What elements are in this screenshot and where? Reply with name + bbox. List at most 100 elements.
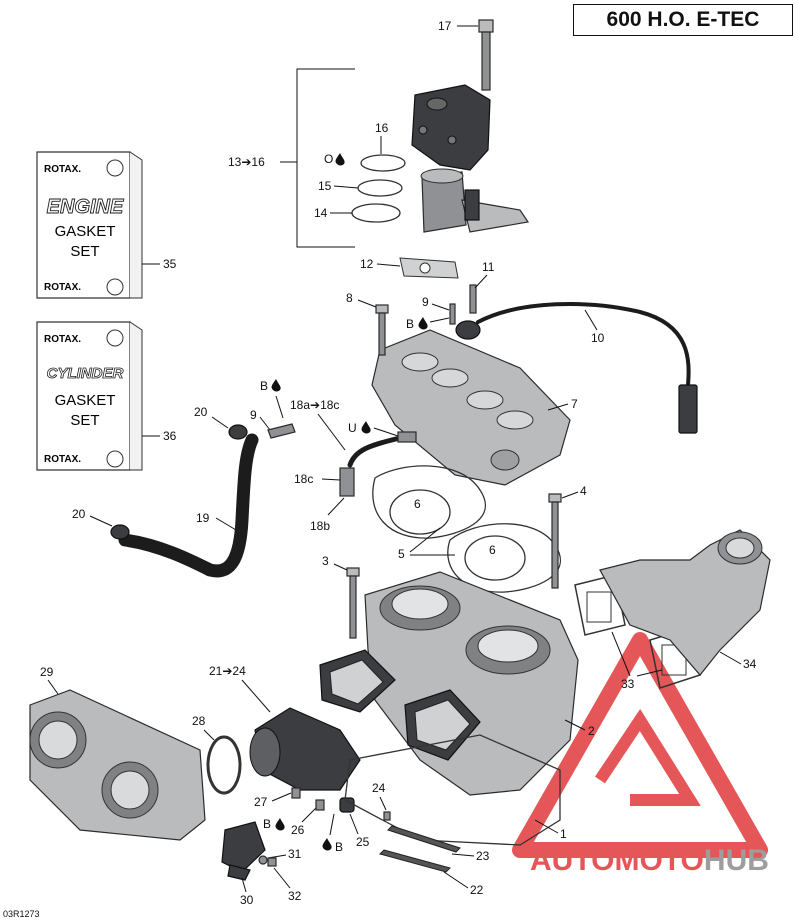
bolt-11	[469, 284, 477, 314]
callout-31: 31	[288, 847, 302, 861]
bolt-26	[315, 799, 325, 811]
callout-24: 24	[372, 781, 386, 795]
callout-6-b: 6	[489, 543, 496, 557]
fitting-18	[339, 431, 417, 497]
o-ring-16	[360, 154, 406, 172]
thread-locker-drop-icon	[275, 818, 285, 831]
callout-b-25: B	[335, 840, 343, 854]
callout-29: 29	[40, 665, 54, 679]
cylinder-kit-brand-top: ROTAX.	[44, 334, 81, 345]
engine-kit-brand-bottom: ROTAX.	[44, 282, 81, 293]
thread-locker-drop-icon	[418, 317, 428, 330]
callout-9-top: 9	[422, 295, 429, 309]
callout-18a-18c: 18a➔18c	[290, 398, 339, 412]
svg-text:AUTOMOTOHUB: AUTOMOTOHUB	[530, 844, 769, 877]
callout-19: 19	[196, 511, 210, 525]
callout-11: 11	[482, 260, 495, 274]
callout-o: O	[324, 152, 333, 166]
cylinder-gasket-set-box: ROTAX. CYLINDER GASKET SET ROTAX.	[36, 321, 143, 471]
stud-9	[449, 303, 456, 325]
callout-33: 33	[621, 677, 635, 691]
callout-23: 23	[476, 849, 490, 863]
callout-20-bot: 20	[72, 507, 86, 521]
callout-u: U	[348, 421, 357, 435]
bolt-4	[548, 493, 562, 589]
callout-35: 35	[163, 257, 177, 271]
callout-20-top: 20	[194, 405, 208, 419]
watermark-logo: AUTOMOTOHUB	[512, 632, 769, 877]
callout-15: 15	[318, 179, 332, 193]
callout-32: 32	[288, 889, 302, 903]
intake-adaptor	[249, 707, 361, 791]
rotax-logo-icon	[106, 159, 124, 177]
screw-32	[267, 857, 277, 867]
callout-10: 10	[591, 331, 605, 345]
sealant-drop-icon	[361, 421, 371, 434]
rotax-logo-icon	[106, 329, 124, 347]
callout-36: 36	[163, 429, 177, 443]
bolt-17	[478, 19, 494, 91]
head-gasket-5-top	[372, 465, 487, 539]
callout-b-26: B	[263, 817, 271, 831]
exhaust-gasket-33-top	[574, 574, 626, 636]
callout-18c: 18c	[294, 472, 313, 486]
map-sensor-30	[221, 821, 266, 881]
watermark-triangle	[512, 632, 768, 858]
callout-2: 2	[588, 724, 595, 738]
page-title: 600 H.O. E-TEC	[573, 4, 793, 36]
knock-sensor	[455, 320, 481, 340]
callout-18b: 18b	[310, 519, 330, 533]
engine-kit-brand-top: ROTAX.	[44, 164, 81, 175]
bolt-8	[375, 304, 389, 356]
callout-30: 30	[240, 893, 254, 907]
callout-13-16: 13➔16	[228, 155, 265, 169]
engine-kit-set: SET	[70, 243, 99, 260]
callout-26: 26	[291, 823, 305, 837]
cylinder-kit-title: CYLINDER	[47, 365, 124, 382]
o-ring-6-bottom	[464, 535, 526, 581]
coolant-hose-19	[118, 433, 259, 578]
callout-b-9: B	[406, 317, 414, 331]
watermark-inner-mark	[595, 708, 701, 806]
engine-kit-title: ENGINE	[47, 196, 124, 218]
callout-7: 7	[571, 397, 578, 411]
cylinder-head	[371, 329, 571, 486]
rotax-logo-icon	[106, 278, 124, 296]
callout-34: 34	[743, 657, 757, 671]
callout-12: 12	[360, 257, 374, 271]
callout-6-a: 6	[414, 497, 421, 511]
clamp-20-top	[228, 424, 248, 440]
callout-14: 14	[314, 206, 328, 220]
callout-28: 28	[192, 714, 206, 728]
pin-24	[383, 811, 391, 821]
engine-gasket-set-box: ROTAX. ENGINE GASKET SET ROTAX.	[36, 151, 143, 299]
engine-kit-gasket: GASKET	[55, 223, 116, 240]
oil-drop-icon	[335, 153, 345, 166]
callout-17: 17	[438, 19, 452, 33]
washer-31	[258, 855, 268, 865]
o-ring-15	[357, 179, 403, 197]
callout-8: 8	[346, 291, 353, 305]
gasket-23	[387, 825, 461, 853]
callout-5: 5	[398, 547, 405, 561]
throttle-body	[29, 689, 206, 841]
watermark-text-auto: AUTO	[530, 844, 614, 877]
callout-3: 3	[322, 554, 329, 568]
callout-21-24: 21➔24	[209, 664, 246, 678]
cylinder-kit-set: SET	[70, 412, 99, 429]
callout-25: 25	[356, 835, 370, 849]
thread-locker-drop-icon	[271, 379, 281, 392]
sensor-connector	[678, 384, 698, 434]
clamp-20-bottom	[110, 524, 130, 540]
watermark-text-moto: MOTO	[614, 844, 703, 877]
rave-valve-bracket	[280, 68, 355, 248]
callout-16: 16	[375, 121, 389, 135]
rave-solenoid	[420, 168, 530, 233]
fitting-9	[267, 423, 296, 439]
o-ring-14	[351, 203, 401, 223]
callout-9-left: 9	[250, 408, 257, 422]
rotax-logo-icon	[106, 450, 124, 468]
clamp-28	[206, 735, 242, 795]
watermark-text-hub: HUB	[704, 844, 769, 877]
